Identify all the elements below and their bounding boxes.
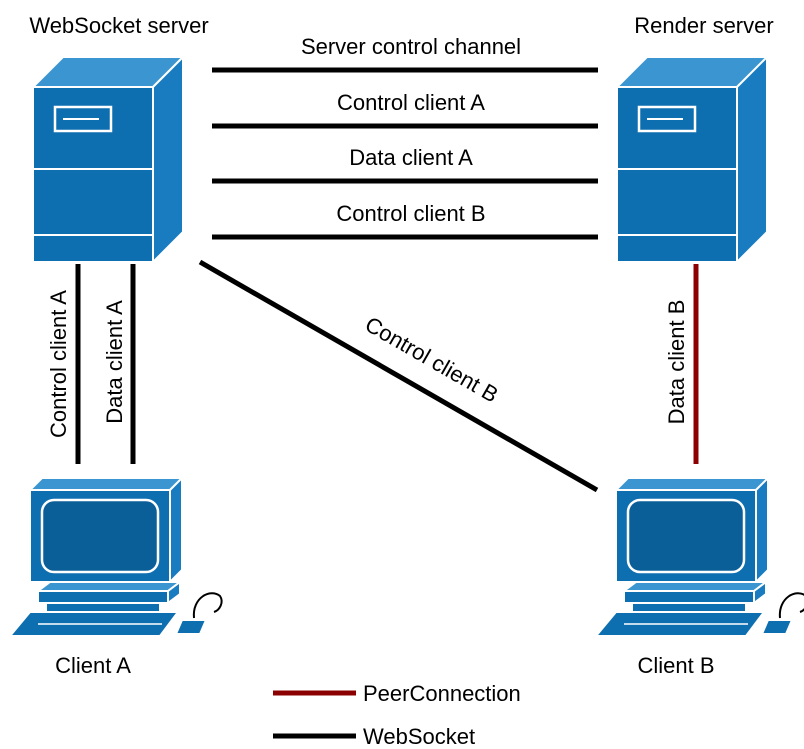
client-a-label: Client A (55, 653, 131, 678)
render-server-icon (615, 55, 769, 264)
client-b-label: Client B (637, 653, 714, 678)
data-client-b-vertical-label: Data client B (664, 300, 689, 425)
data-client-a-vertical-label: Data client A (102, 300, 127, 424)
legend-websocket-label: WebSocket (363, 724, 475, 749)
client-b-icon (594, 476, 804, 638)
data-client-a-top-label: Data client A (349, 145, 473, 170)
legend-peer-label: PeerConnection (363, 681, 521, 706)
control-client-a-top-label: Control client A (337, 90, 485, 115)
control-client-b-top-label: Control client B (336, 201, 485, 226)
control-client-a-vertical-label: Control client A (46, 290, 71, 438)
control-client-b-diagonal-line (198, 259, 599, 493)
legend: PeerConnection WebSocket (273, 681, 521, 749)
websocket-server-icon (31, 55, 185, 264)
render-server-label: Render server (634, 13, 773, 38)
server-control-channel-label: Server control channel (301, 34, 521, 59)
client-a-icon (8, 476, 223, 638)
websocket-server-label: WebSocket server (29, 13, 208, 38)
